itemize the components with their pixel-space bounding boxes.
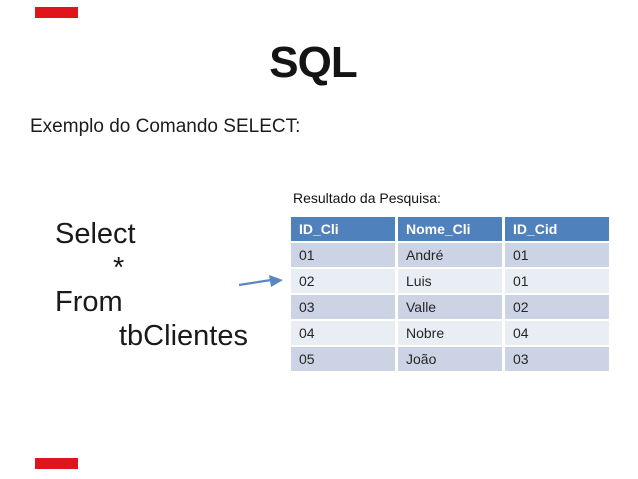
result-label: Resultado da Pesquisa: (293, 190, 441, 206)
table-cell: 01 (505, 243, 609, 267)
slide-title: SQL (269, 38, 357, 87)
code-line: From (55, 286, 123, 318)
table-cell: André (398, 243, 502, 267)
table-cell: 01 (505, 269, 609, 293)
table-cell: 05 (291, 347, 395, 371)
table-cell: 01 (291, 243, 395, 267)
table-header-cell: ID_Cli (291, 217, 395, 241)
slide-subtitle: Exemplo do Comando SELECT: (30, 116, 301, 137)
table-cell: João (398, 347, 502, 371)
code-line: tbClientes (119, 320, 248, 352)
table-cell: 04 (505, 321, 609, 345)
table-cell: 03 (291, 295, 395, 319)
table-cell: 03 (505, 347, 609, 371)
table-cell: Valle (398, 295, 502, 319)
arrow-shaft (238, 278, 272, 287)
table-cell: 02 (291, 269, 395, 293)
table-header-cell: Nome_Cli (398, 217, 502, 241)
accent-bar-top (35, 7, 78, 18)
table-header-cell: ID_Cid (505, 217, 609, 241)
table-cell: Luis (398, 269, 502, 293)
arrow-head (269, 275, 283, 287)
table-cell: 04 (291, 321, 395, 345)
code-line: * (113, 252, 125, 284)
accent-bar-bottom (35, 458, 78, 469)
table-cell: 02 (505, 295, 609, 319)
table-cell: Nobre (398, 321, 502, 345)
code-line: Select (55, 218, 136, 250)
right-arrow-icon (238, 275, 283, 287)
